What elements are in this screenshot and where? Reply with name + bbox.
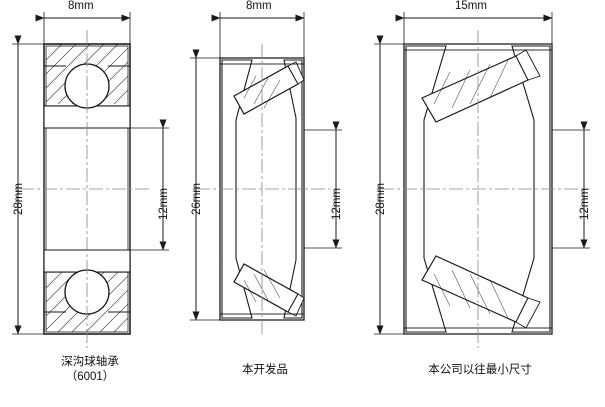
bearing-2-bore-label: 12mm <box>331 188 343 220</box>
caption-bearing-1: 深沟球轴承 （6001） <box>20 355 160 385</box>
bearing-1-width-label: 8mm <box>68 0 94 12</box>
bearing-1-height-label: 28mm <box>13 183 25 215</box>
bearing-1-bore-label: 12mm <box>158 188 170 220</box>
bearing-2-height-label: 26mm <box>191 183 203 215</box>
caption-bearing-1-line2: （6001） <box>65 371 115 383</box>
caption-bearing-1-line1: 深沟球轴承 <box>61 356 119 368</box>
bearing-3-width-label: 15mm <box>455 0 487 12</box>
caption-bearing-3: 本公司以往最小尺寸 <box>400 363 560 378</box>
caption-bearing-3-line1: 本公司以往最小尺寸 <box>428 364 532 376</box>
caption-bearing-2: 本开发品 <box>200 363 330 378</box>
bearing-3-bore-label: 12mm <box>579 188 591 220</box>
bearing-2-drawing <box>190 12 342 336</box>
bearing-2-width-label: 8mm <box>246 0 272 12</box>
caption-bearing-2-line1: 本开发品 <box>242 364 288 376</box>
bearing-3-height-label: 28mm <box>375 183 387 215</box>
bearing-1-drawing <box>12 12 169 348</box>
bearing-3-drawing <box>374 12 590 348</box>
